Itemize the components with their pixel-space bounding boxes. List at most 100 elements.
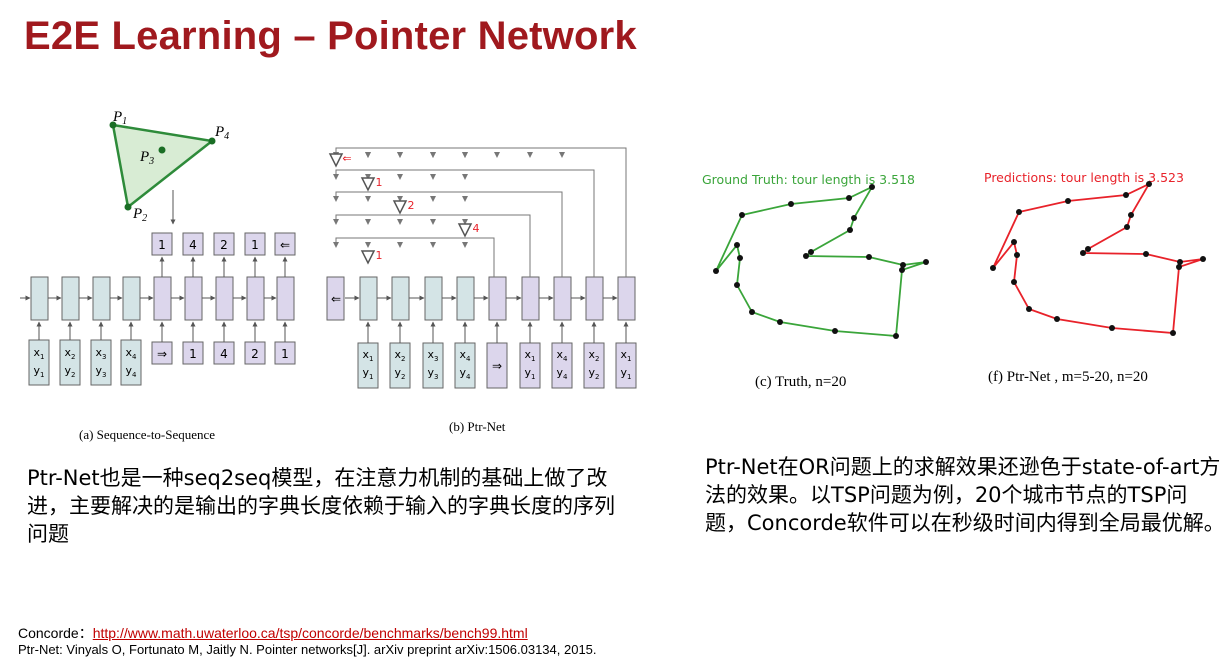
pointer-arrow: [360, 177, 376, 192]
encoder-input-label: y3: [428, 366, 439, 381]
prediction-caption: (f) Ptr-Net , m=5-20, n=20: [988, 369, 1148, 385]
city-node: [788, 201, 794, 207]
decoder-output-label: 4: [189, 238, 197, 252]
city-node: [1176, 264, 1182, 270]
start-symbol-box: [326, 276, 345, 321]
city-node: [1065, 198, 1071, 204]
city-node: [832, 328, 838, 334]
ptrnet-caption: (b) Ptr-Net: [449, 419, 506, 434]
decoder-input-label: 1: [281, 347, 289, 361]
decoder-input-label: x1: [525, 348, 536, 363]
decoder-output-label: 1: [251, 238, 259, 252]
rnn-cell: [246, 276, 265, 321]
rnn-cell: [359, 276, 378, 321]
decoder-input-label: 4: [220, 347, 228, 361]
city-node: [1170, 330, 1176, 336]
point-label-p4: P4: [214, 124, 229, 142]
decoder-input-label: y1: [621, 366, 632, 381]
encoder-input-label: x1: [363, 348, 374, 363]
encoder-input-label: x2: [65, 346, 76, 361]
rnn-cell: [521, 276, 540, 321]
city-node: [803, 253, 809, 259]
point-label-p1: P1: [112, 109, 127, 127]
concorde-link[interactable]: http://www.math.uwaterloo.ca/tsp/concord…: [92, 625, 528, 641]
encoder-input-label: y4: [126, 364, 138, 379]
city-node: [1124, 224, 1130, 230]
pointer-arrow: [457, 223, 473, 238]
rnn-cell: [553, 276, 572, 321]
pointer-arrow: [328, 153, 344, 168]
concorde-label: Concorde：: [18, 625, 93, 641]
rnn-cell: [30, 276, 49, 321]
city-node: [1177, 259, 1183, 265]
city-node: [900, 262, 906, 268]
rnn-cell: [488, 276, 507, 321]
city-node: [1016, 209, 1022, 215]
decoder-input-label: x1: [621, 348, 632, 363]
go-symbol-label: ⇒: [492, 359, 502, 373]
city-node: [1085, 246, 1091, 252]
truth-header: Ground Truth: tour length is 3.518: [702, 172, 915, 187]
city-node: [846, 195, 852, 201]
city-node: [1143, 251, 1149, 257]
city-node: [1011, 279, 1017, 285]
city-node: [1200, 256, 1206, 262]
encoder-input-label: y4: [460, 366, 472, 381]
rnn-cell: [61, 276, 80, 321]
decoder-output-label: ⇐: [280, 238, 290, 252]
decoder-input-label: y1: [525, 366, 536, 381]
prediction-header: Predictions: tour length is 3.523: [984, 170, 1184, 185]
pointer-arrow: [392, 200, 408, 215]
encoder-input-label: x4: [460, 348, 472, 363]
city-node: [739, 212, 745, 218]
city-node: [990, 265, 996, 271]
city-node: [866, 254, 872, 260]
seq2seq-caption: (a) Sequence-to-Sequence: [79, 427, 215, 442]
rnn-cell: [153, 276, 172, 321]
truth-tour: [713, 184, 929, 339]
rnn-cell: [122, 276, 141, 321]
city-node: [869, 184, 875, 190]
encoder-input-label: x3: [428, 348, 439, 363]
rnn-cell: [424, 276, 443, 321]
tsp-observation: Ptr-Net在OR问题上的求解效果还逊色于state-of-art方法的效果。…: [705, 455, 1225, 535]
city-node: [734, 242, 740, 248]
city-node: [734, 282, 740, 288]
city-node: [1109, 325, 1115, 331]
truth-caption: (c) Truth, n=20: [755, 374, 846, 390]
decoder-input-label: y2: [589, 366, 600, 381]
pointer-label: 1: [376, 176, 383, 189]
encoder-input-label: y2: [395, 366, 406, 381]
encoder-input-label: y1: [363, 366, 374, 381]
city-node: [1128, 212, 1134, 218]
decoder-output-label: 1: [158, 238, 166, 252]
decoder-input-label: y4: [557, 366, 569, 381]
decoder-output-box: [151, 232, 173, 256]
city-node: [1011, 239, 1017, 245]
city-node: [749, 309, 755, 315]
pointer-arrow: [360, 250, 376, 265]
rnn-cell: [456, 276, 475, 321]
pointer-label: 1: [376, 249, 383, 262]
point-triangle: P1 P2 P3 P4: [109, 109, 229, 225]
rnn-cell: [92, 276, 111, 321]
city-node: [923, 259, 929, 265]
slide-title: E2E Learning – Pointer Network: [24, 14, 637, 58]
decoder-output-box: [244, 232, 266, 256]
city-node: [737, 255, 743, 261]
encoder-input-label: y1: [34, 364, 45, 379]
ptrnet-description: Ptr-Net也是一种seq2seq模型，在注意力机制的基础上做了改进，主要解决…: [27, 466, 615, 546]
encoder-input-label: x4: [126, 346, 138, 361]
decoder-output-label: 2: [220, 238, 228, 252]
city-node: [808, 249, 814, 255]
start-symbol-label: ⇐: [331, 292, 341, 306]
prediction-tour: [990, 181, 1206, 336]
ptrnet-reference: Ptr-Net: Vinyals O, Fortunato M, Jaitly …: [18, 642, 597, 657]
encoder-input-label: x2: [395, 348, 406, 363]
city-node: [893, 333, 899, 339]
tsp-tours-figure: Ground Truth: tour length is 3.518 Predi…: [702, 170, 1206, 390]
rnn-cell: [391, 276, 410, 321]
decoder-input-label: 1: [189, 347, 197, 361]
city-node: [1080, 250, 1086, 256]
